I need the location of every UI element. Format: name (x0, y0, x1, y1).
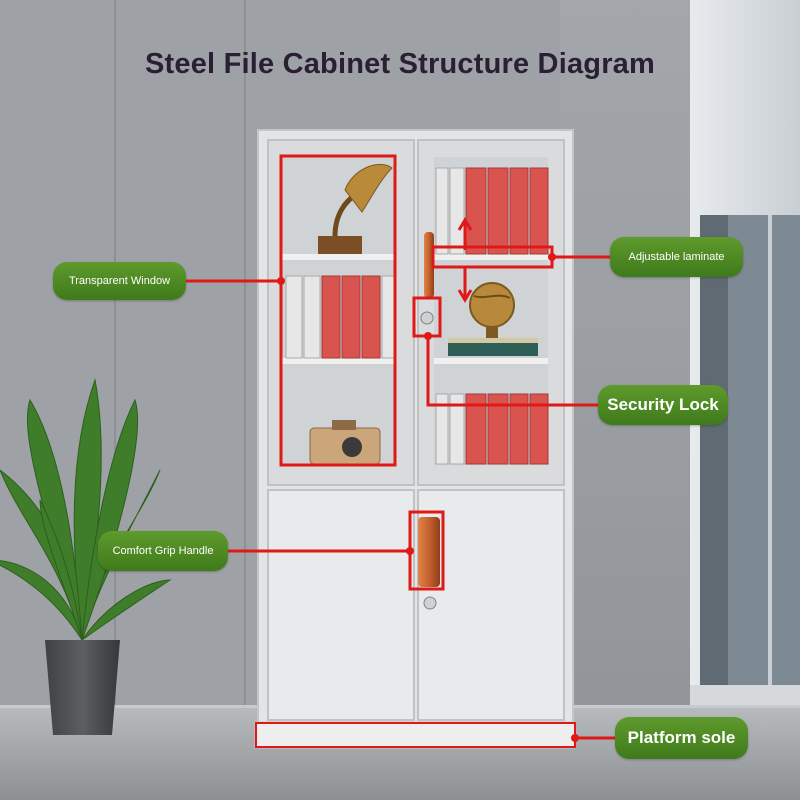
potted-plant (0, 378, 172, 735)
leader-dots (277, 253, 579, 742)
callout-platform-sole: Platform sole (615, 717, 748, 759)
globe (448, 282, 538, 356)
camera (309, 420, 381, 465)
callout-adjustable-laminate: Adjustable laminate (610, 237, 743, 277)
window-highlight (279, 154, 397, 467)
gramophone (318, 163, 393, 254)
callout-comfort-grip-handle: Comfort Grip Handle (98, 531, 228, 571)
page-title: Steel File Cabinet Structure Diagram (145, 48, 655, 80)
callout-transparent-window: Transparent Window (53, 262, 186, 300)
window (690, 0, 800, 725)
callout-security-lock: Security Lock (598, 385, 728, 425)
file-binders (285, 167, 549, 465)
